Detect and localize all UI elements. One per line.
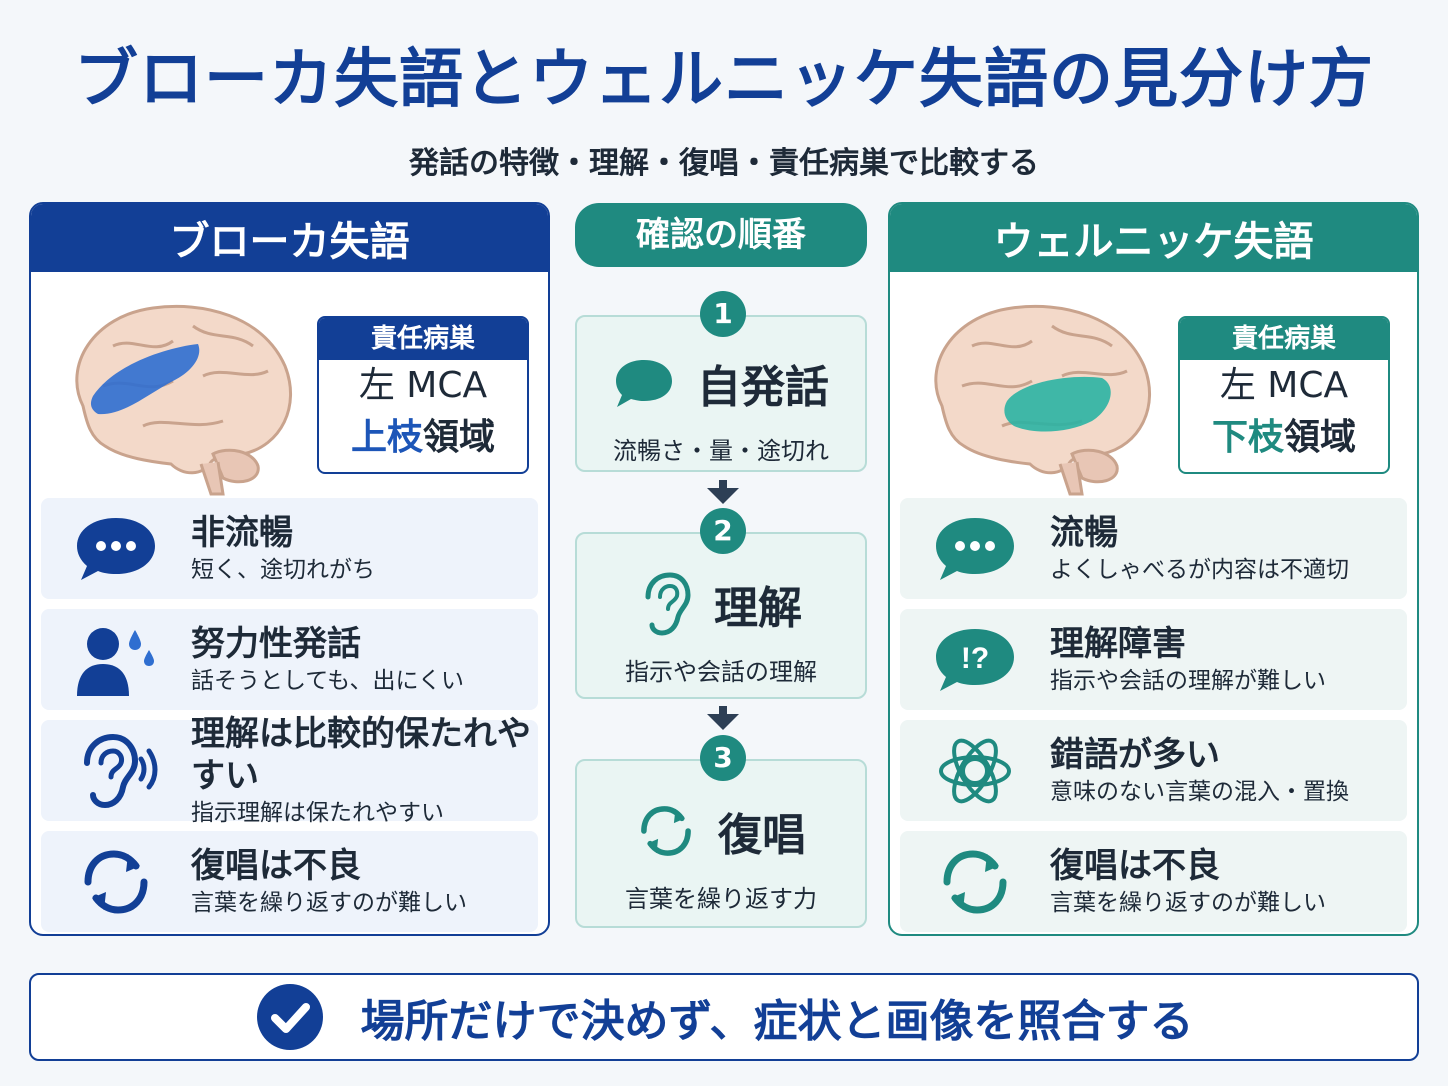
step-desc: 指示や会話の理解 bbox=[625, 658, 817, 686]
brain-broca-icon bbox=[75, 304, 293, 496]
list-item: 復唱は不良 言葉を繰り返すのが難しい bbox=[41, 831, 538, 932]
item-desc: 言葉を繰り返すのが難しい bbox=[1050, 889, 1326, 916]
lesion-label: 責任病巣 bbox=[319, 318, 527, 360]
lesion-territory: 下枝領域 bbox=[1180, 412, 1388, 464]
ear-icon bbox=[645, 572, 691, 636]
step-card: 2 理解 指示や会話の理解 bbox=[575, 508, 867, 699]
repeat-icon bbox=[41, 831, 191, 932]
speech-bubble-icon bbox=[900, 498, 1050, 599]
lesion-territory: 上枝領域 bbox=[319, 412, 527, 464]
item-title: 復唱は不良 bbox=[1050, 845, 1220, 886]
step-card: 3 復唱 言葉を繰り返す力 bbox=[575, 735, 867, 928]
step-card: 1 自発話 流暢さ・量・途切れ bbox=[575, 291, 867, 472]
broca-lesion-box: 責任病巣 左 MCA 上枝領域 bbox=[317, 316, 529, 474]
tangled-lines-icon bbox=[900, 720, 1050, 821]
arrow-down-icon bbox=[707, 706, 739, 730]
lesion-region: 領域 bbox=[1284, 417, 1357, 458]
lesion-region: 領域 bbox=[423, 417, 496, 458]
item-desc: 指示理解は保たれやすい bbox=[191, 799, 444, 826]
sweating-person-icon bbox=[41, 609, 191, 710]
step-title: 自発話 bbox=[697, 362, 829, 413]
steps-header: 確認の順番 bbox=[575, 203, 867, 267]
item-title: 非流暢 bbox=[191, 512, 293, 553]
wernicke-lesion-box: 責任病巣 左 MCA 下枝領域 bbox=[1178, 316, 1390, 474]
lesion-branch: 下枝 bbox=[1211, 417, 1284, 458]
footer-text: 場所だけで決めず、症状と画像を照合する bbox=[360, 996, 1194, 1047]
item-title: 努力性発話 bbox=[191, 623, 361, 664]
broca-symptom-list: 非流暢 短く、途切れがち 努力性発話 話そうとしても、出にくい 理解は比較的保た… bbox=[41, 498, 538, 934]
item-desc: 短く、途切れがち bbox=[191, 556, 375, 583]
lesion-artery: 左 MCA bbox=[358, 365, 488, 406]
check-circle-icon bbox=[256, 984, 323, 1050]
lesion-label: 責任病巣 bbox=[1180, 318, 1388, 360]
item-desc: よくしゃべるが内容は不適切 bbox=[1050, 556, 1349, 583]
item-title: 理解障害 bbox=[1050, 623, 1186, 664]
item-title: 錯語が多い bbox=[1050, 734, 1220, 775]
broca-header: ブローカ失語 bbox=[31, 204, 548, 272]
repeat-icon bbox=[641, 806, 691, 856]
wernicke-symptom-list: 流暢 よくしゃべるが内容は不適切 !? 理解障害 指示や会話の理解が難しい 錯語… bbox=[900, 498, 1407, 934]
list-item: 流暢 よくしゃべるが内容は不適切 bbox=[900, 498, 1407, 599]
wernicke-header: ウェルニッケ失語 bbox=[890, 204, 1417, 272]
list-item: 理解は比較的保たれやすい 指示理解は保たれやすい bbox=[41, 714, 538, 826]
brain-wernicke-icon bbox=[934, 304, 1152, 496]
bubble-text: !? bbox=[961, 642, 989, 675]
item-desc: 話そうとしても、出にくい bbox=[191, 667, 465, 694]
list-item: 復唱は不良 言葉を繰り返すのが難しい bbox=[900, 831, 1407, 932]
item-desc: 言葉を繰り返すのが難しい bbox=[191, 889, 467, 916]
item-desc: 意味のない言葉の混入・置換 bbox=[1050, 778, 1349, 805]
step-desc: 流暢さ・量・途切れ bbox=[613, 437, 829, 465]
ear-sound-icon bbox=[41, 720, 191, 821]
lesion-branch: 上枝 bbox=[350, 417, 423, 458]
list-item: 努力性発話 話そうとしても、出にくい bbox=[41, 609, 538, 710]
speech-bubble-icon bbox=[616, 360, 672, 407]
list-item: 非流暢 短く、途切れがち bbox=[41, 498, 538, 599]
step-title: 復唱 bbox=[718, 810, 806, 861]
step-desc: 言葉を繰り返す力 bbox=[625, 885, 817, 913]
arrow-down-icon bbox=[707, 480, 739, 504]
step-number: 1 bbox=[700, 291, 746, 337]
item-title: 復唱は不良 bbox=[191, 845, 361, 886]
item-desc: 指示や会話の理解が難しい bbox=[1050, 667, 1326, 694]
lesion-artery: 左 MCA bbox=[1219, 365, 1349, 406]
item-title: 理解は比較的保たれやすい bbox=[191, 713, 531, 796]
wernicke-panel: ウェルニッケ失語 責任病巣 左 MCA 下枝領域 流暢 よくしゃべるが内容は不適… bbox=[888, 202, 1419, 936]
footer-banner: 場所だけで決めず、症状と画像を照合する bbox=[29, 973, 1419, 1061]
item-title: 流暢 bbox=[1050, 512, 1118, 553]
repeat-icon bbox=[900, 831, 1050, 932]
step-number: 3 bbox=[700, 735, 746, 781]
list-item: 錯語が多い 意味のない言葉の混入・置換 bbox=[900, 720, 1407, 821]
page-title: ブローカ失語とウェルニッケ失語の見分け方 bbox=[74, 43, 1374, 117]
question-bubble-icon: !? bbox=[900, 609, 1050, 710]
step-title: 理解 bbox=[714, 583, 802, 634]
broca-panel: ブローカ失語 責任病巣 左 MCA 上枝領域 非流暢 短く、途切れがち 努力性 bbox=[29, 202, 550, 936]
list-item: !? 理解障害 指示や会話の理解が難しい bbox=[900, 609, 1407, 710]
page-subtitle: 発話の特徴・理解・復唱・責任病巣で比較する bbox=[409, 146, 1039, 181]
speech-bubble-icon bbox=[41, 498, 191, 599]
step-number: 2 bbox=[700, 508, 746, 554]
